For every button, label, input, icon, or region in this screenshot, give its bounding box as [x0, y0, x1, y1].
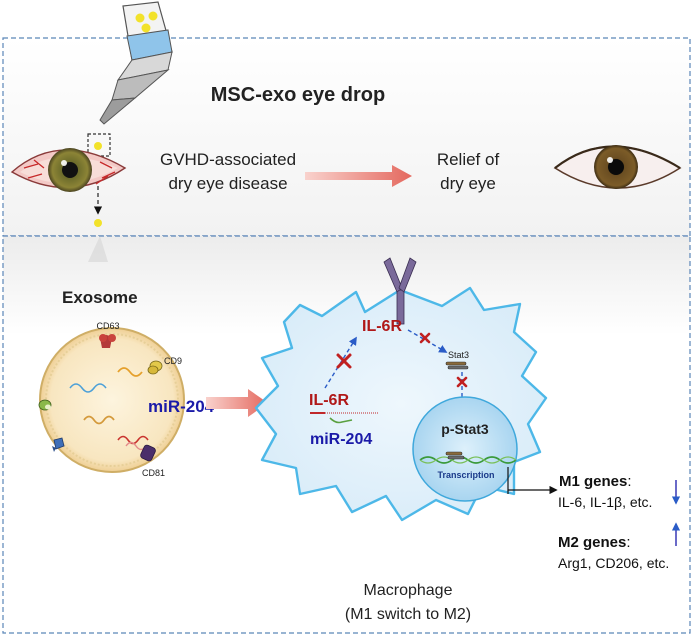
dry-eye-red-icon	[10, 148, 127, 192]
stat3-protein-icon	[445, 361, 469, 370]
m1-genes-heading: M1 genes:	[559, 473, 632, 490]
il6r-receptor-label: IL-6R	[362, 318, 402, 335]
inhibition-cross-icon	[336, 353, 352, 369]
exosome-label: Exosome	[62, 288, 138, 307]
m2-genes-heading: M2 genes:	[558, 534, 631, 551]
transfer-arrow	[206, 389, 268, 417]
relief-label-line2: dry eye	[440, 174, 496, 193]
zoom-funnel	[88, 236, 108, 262]
stat3-label: Stat3	[448, 350, 469, 360]
blue-marker-icon	[52, 437, 65, 452]
exosome	[39, 327, 185, 473]
dna-strand-icon	[419, 451, 517, 464]
normal-eye-icon	[553, 145, 682, 189]
m1-genes-colon: :	[627, 473, 631, 490]
m2-genes-title: M2 genes	[558, 534, 626, 551]
macrophage-label-line2: (M1 switch to M2)	[345, 606, 471, 623]
nucleus	[412, 396, 518, 502]
drop-icon	[94, 142, 102, 150]
macrophage-label-line1: Macrophage	[364, 582, 453, 599]
cd81-label: CD81	[142, 468, 165, 478]
mrna-strand-icon	[310, 412, 378, 424]
green-marker-icon	[38, 399, 52, 411]
mirna-in-cell-label: miR-204	[310, 431, 372, 448]
m1-genes-list: IL-6, IL-1β, etc.	[558, 494, 652, 510]
cd63-label: CD63	[96, 321, 119, 331]
cd63-marker-icon	[99, 334, 116, 348]
cd81-marker-icon	[140, 444, 156, 462]
il6r-mrna-label: IL-6R	[309, 392, 349, 409]
il6-receptor-icon	[383, 257, 417, 325]
transcription-label: Transcription	[437, 470, 494, 480]
m2-genes-colon: :	[626, 534, 630, 551]
drop-on-exosome-icon	[94, 219, 102, 227]
mirna-label: miR-204	[148, 397, 215, 416]
m1-genes-title: M1 genes	[559, 473, 627, 490]
disease-label-line1: GVHD-associated	[160, 150, 296, 169]
eye-drop-bottle-icon	[99, 1, 173, 125]
relief-label-line1: Relief of	[437, 150, 500, 169]
m2-genes-list: Arg1, CD206, etc.	[558, 555, 669, 571]
title: MSC-exo eye drop	[211, 84, 385, 106]
relief-arrow	[305, 165, 412, 187]
disease-label-line2: dry eye disease	[168, 174, 287, 193]
pstat3-label: p-Stat3	[441, 421, 489, 437]
cd9-label: CD9	[164, 356, 182, 366]
top-panel	[2, 37, 691, 237]
inhibition-cross-icon	[419, 332, 431, 344]
cd9-marker-icon	[147, 360, 163, 375]
inhibition-cross-icon	[456, 376, 468, 388]
